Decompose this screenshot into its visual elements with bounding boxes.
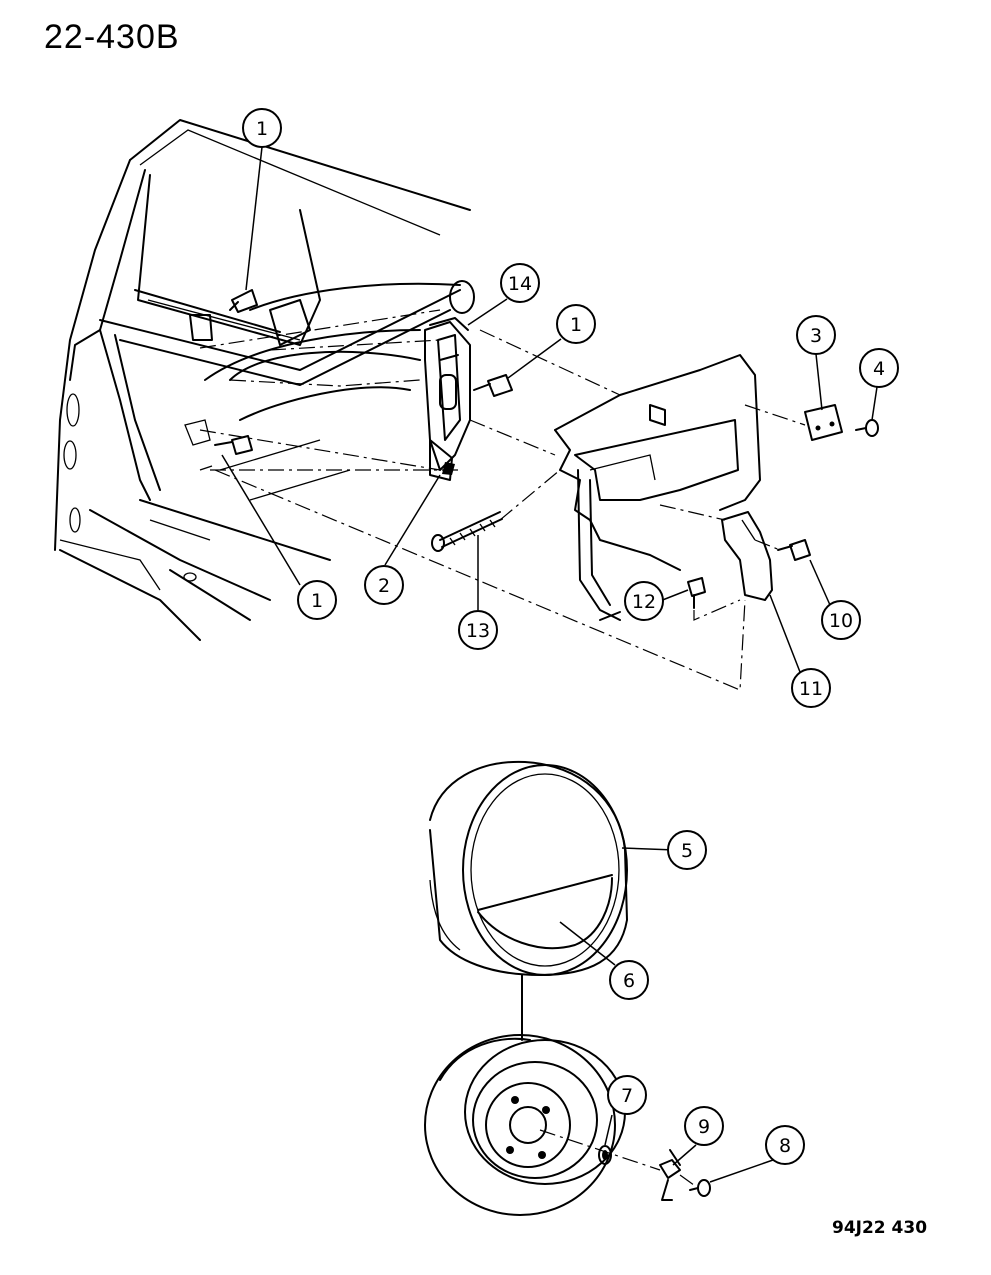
wing-nut-9 xyxy=(659,1149,681,1201)
figure-code: 94J22 430 xyxy=(832,1218,928,1238)
bracket-11 xyxy=(721,511,773,601)
svg-text:1: 1 xyxy=(256,118,268,140)
callout-3: 3 xyxy=(796,315,836,355)
callout-11: 11 xyxy=(791,668,831,708)
svg-text:13: 13 xyxy=(466,620,490,642)
jack-assembly xyxy=(424,317,471,481)
svg-text:8: 8 xyxy=(779,1135,791,1157)
bolt-10 xyxy=(777,539,811,561)
jack-bolt xyxy=(473,374,513,397)
callout-7: 7 xyxy=(607,1075,647,1115)
bolt-12 xyxy=(687,577,706,609)
bracket-3 xyxy=(804,404,843,441)
callout-8: 8 xyxy=(765,1125,805,1165)
svg-text:14: 14 xyxy=(508,273,532,295)
tie-down-rod xyxy=(431,511,503,552)
callout-14: 14 xyxy=(500,263,540,303)
svg-text:10: 10 xyxy=(829,610,853,632)
svg-text:7: 7 xyxy=(621,1085,633,1107)
callout-6: 6 xyxy=(609,960,649,1000)
callout-4: 4 xyxy=(859,348,899,388)
quarter-panel xyxy=(554,354,761,621)
callout-9: 9 xyxy=(684,1106,724,1146)
callout-1-lower: 1 xyxy=(297,580,337,620)
svg-text:1: 1 xyxy=(311,590,323,612)
svg-text:5: 5 xyxy=(681,840,693,862)
svg-text:3: 3 xyxy=(810,325,822,347)
callout-13: 13 xyxy=(458,610,498,650)
svg-text:6: 6 xyxy=(623,970,635,992)
svg-text:11: 11 xyxy=(799,678,823,700)
svg-text:12: 12 xyxy=(632,591,656,613)
svg-text:9: 9 xyxy=(698,1116,710,1138)
bolt-8 xyxy=(689,1179,711,1197)
screw-4 xyxy=(855,419,879,437)
vehicle-body xyxy=(54,119,475,641)
leader-lines xyxy=(221,146,878,1183)
callout-5: 5 xyxy=(667,830,707,870)
diagram-title: 22-430B xyxy=(44,18,180,56)
svg-text:4: 4 xyxy=(873,358,885,380)
svg-text:1: 1 xyxy=(570,314,582,336)
callout-1-top: 1 xyxy=(242,108,282,148)
callout-12: 12 xyxy=(624,581,664,621)
callout-2: 2 xyxy=(364,565,404,605)
svg-text:2: 2 xyxy=(378,575,390,597)
spare-tire xyxy=(424,1034,626,1216)
callout-1-right: 1 xyxy=(556,304,596,344)
tire-cover xyxy=(429,760,628,976)
callout-10: 10 xyxy=(821,600,861,640)
